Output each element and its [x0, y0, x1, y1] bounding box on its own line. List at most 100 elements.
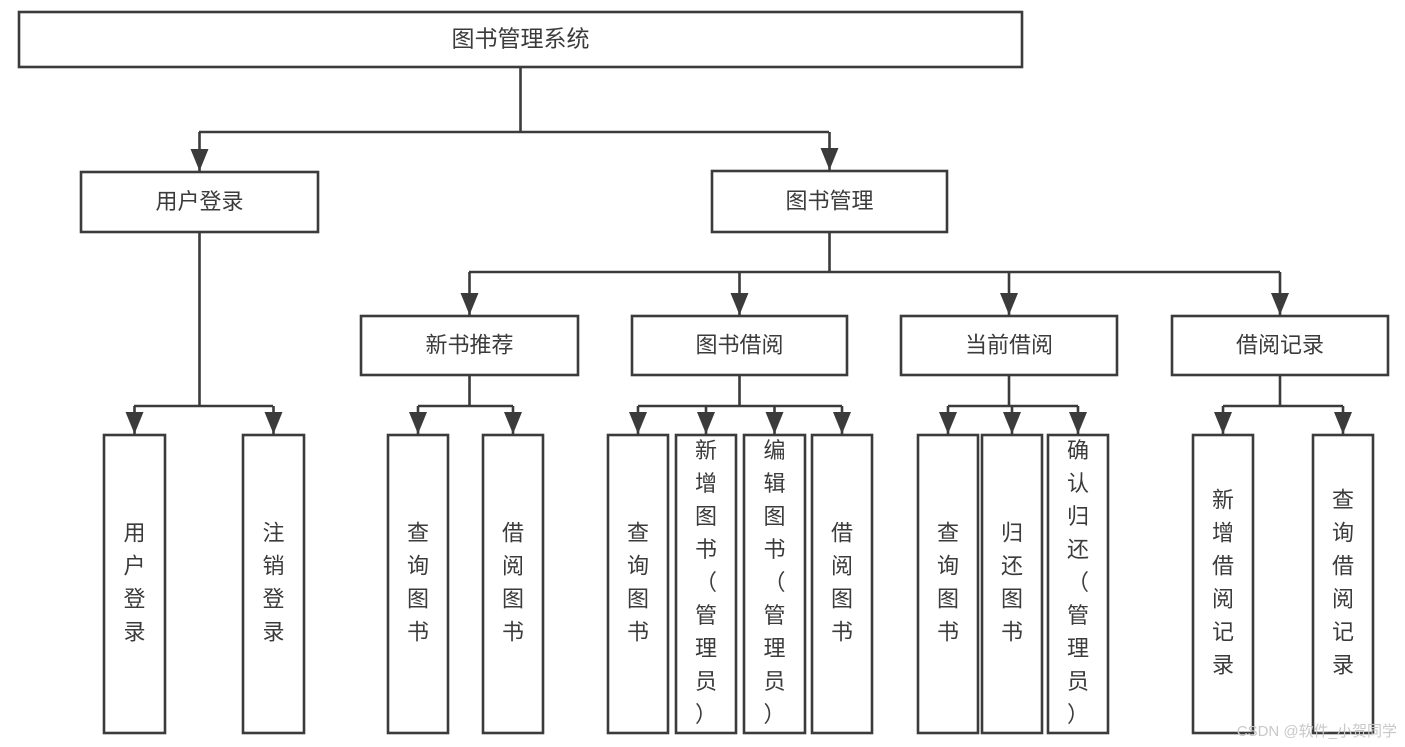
node-label: 编辑图书（管理员） [763, 438, 785, 727]
node-box[interactable] [1191, 433, 1255, 735]
arrow-head-icon [1000, 293, 1018, 315]
node-l3b1[interactable]: 查询图书 [386, 433, 450, 735]
edge-l2c-to-l3d1 [939, 406, 957, 434]
node-l1a[interactable]: 用户登录 [79, 170, 320, 234]
node-box[interactable] [386, 433, 450, 735]
node-label: 注销登录 [262, 520, 284, 644]
node-box[interactable] [1170, 314, 1390, 377]
arrow-head-icon [939, 412, 957, 434]
arrow-head-icon [697, 412, 715, 434]
node-label: 确认归还（管理员） [1067, 438, 1089, 727]
node-box[interactable] [674, 433, 738, 735]
edge-root-to-l1b [820, 132, 839, 170]
edge-l2d-to-l3e2 [1334, 406, 1352, 434]
node-l3e1[interactable]: 新增借阅记录 [1191, 433, 1255, 735]
node-box[interactable] [899, 314, 1119, 377]
node-l3c4[interactable]: 借阅图书 [810, 433, 874, 735]
node-label: 用户登录 [123, 520, 145, 644]
connector-group [199, 67, 829, 134]
arrow-head-icon [1334, 412, 1352, 434]
node-label: 用户登录 [155, 189, 243, 214]
connector-group [948, 375, 1078, 408]
node-root[interactable]: 图书管理系统 [17, 10, 1024, 69]
node-box[interactable] [980, 433, 1044, 735]
node-box[interactable] [17, 10, 1024, 69]
node-box[interactable] [916, 433, 980, 735]
node-label: 借阅图书 [502, 520, 524, 644]
node-label: 归还图书 [1001, 520, 1023, 644]
connector-group [418, 375, 513, 408]
node-l2b[interactable]: 图书借阅 [630, 314, 849, 377]
arrow-head-icon [820, 148, 839, 170]
node-box[interactable] [606, 433, 670, 735]
node-label: 新增借阅记录 [1212, 487, 1234, 677]
node-box[interactable] [710, 169, 949, 234]
connector-group [638, 375, 842, 408]
arrow-head-icon [409, 412, 427, 434]
node-l3d2[interactable]: 归还图书 [980, 433, 1044, 735]
connector-group [469, 232, 1280, 274]
arrow-head-icon [504, 412, 522, 434]
edge-l2b-to-l3c2 [697, 406, 715, 434]
arrow-head-icon [125, 412, 144, 434]
connector-layer [125, 67, 1352, 434]
node-box[interactable] [1311, 433, 1375, 735]
node-box[interactable] [810, 433, 874, 735]
arrow-head-icon [629, 412, 647, 434]
node-l2a[interactable]: 新书推荐 [359, 314, 580, 377]
edge-l2a-to-l3b1 [409, 406, 427, 434]
arrow-head-icon [765, 412, 784, 434]
node-l1b[interactable]: 图书管理 [710, 169, 949, 234]
node-layer: 图书管理系统用户登录图书管理新书推荐图书借阅当前借阅借阅记录用户登录注销登录查询… [17, 10, 1390, 735]
connector-group [134, 232, 273, 408]
node-l3a1[interactable]: 用户登录 [102, 433, 167, 735]
edge-l1b-to-l2a [460, 272, 479, 315]
node-l3e2[interactable]: 查询借阅记录 [1311, 433, 1375, 735]
edge-l2b-to-l3c1 [629, 406, 647, 434]
node-l3c1[interactable]: 查询图书 [606, 433, 670, 735]
node-box[interactable] [359, 314, 580, 377]
node-box[interactable] [481, 433, 545, 735]
node-l3d1[interactable]: 查询图书 [916, 433, 980, 735]
node-label: 借阅记录 [1236, 332, 1324, 357]
node-l3c2[interactable]: 新增图书（管理员） [674, 433, 738, 735]
node-l3b2[interactable]: 借阅图书 [481, 433, 545, 735]
node-label: 新增图书（管理员） [695, 438, 717, 727]
arrow-head-icon [1003, 412, 1021, 434]
node-l3d3[interactable]: 确认归还（管理员） [1046, 433, 1110, 735]
arrow-head-icon [190, 149, 209, 171]
node-l3c3[interactable]: 编辑图书（管理员） [742, 433, 807, 735]
node-l3a2[interactable]: 注销登录 [241, 433, 306, 735]
csdn-watermark: CSDN @软件_小贺同学 [1236, 723, 1397, 740]
arrow-head-icon [1214, 412, 1232, 434]
edge-root-to-l1a [190, 132, 209, 171]
edge-l1b-to-l2d [1271, 272, 1289, 315]
node-label: 图书管理 [785, 188, 873, 213]
node-box[interactable] [1046, 433, 1110, 735]
arrow-head-icon [460, 293, 479, 315]
edge-l1a-to-l3a1 [125, 406, 144, 434]
node-label: 查询图书 [937, 520, 959, 644]
node-label: 当前借阅 [965, 332, 1053, 357]
node-label: 查询图书 [407, 520, 429, 644]
arrow-head-icon [264, 412, 283, 434]
edge-l2c-to-l3d3 [1069, 406, 1087, 434]
node-box[interactable] [79, 170, 320, 234]
node-label: 借阅图书 [831, 520, 853, 644]
node-box[interactable] [630, 314, 849, 377]
edge-l2a-to-l3b2 [504, 406, 522, 434]
node-l2c[interactable]: 当前借阅 [899, 314, 1119, 377]
arrow-head-icon [1271, 293, 1289, 315]
connector-group [1223, 375, 1343, 408]
edge-l2b-to-l3c4 [833, 406, 851, 434]
node-label: 图书借阅 [695, 332, 783, 357]
edge-l1b-to-l2c [1000, 272, 1018, 315]
node-box[interactable] [742, 433, 807, 735]
node-label: 新书推荐 [425, 332, 513, 357]
node-l2d[interactable]: 借阅记录 [1170, 314, 1390, 377]
node-label: 查询借阅记录 [1332, 487, 1354, 677]
arrow-head-icon [1069, 412, 1087, 434]
node-box[interactable] [241, 433, 306, 735]
node-box[interactable] [102, 433, 167, 735]
